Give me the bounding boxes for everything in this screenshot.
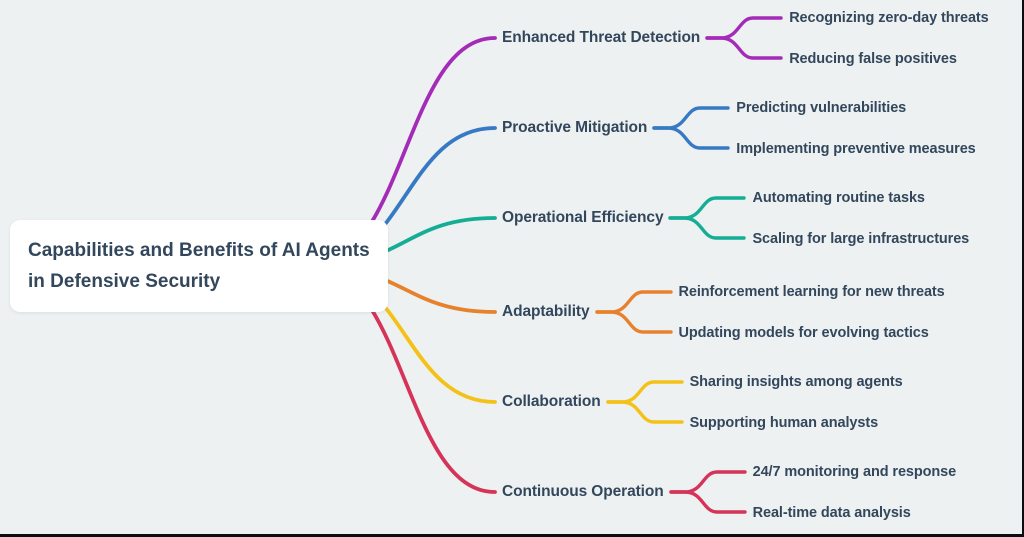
leaf-node[interactable]: Reducing false positives <box>789 50 957 67</box>
leaf-node[interactable]: Supporting human analysts <box>689 414 879 431</box>
branch-fork <box>705 16 783 60</box>
branch-label-collaboration[interactable]: Collaboration <box>502 393 601 410</box>
fork-curve-lower <box>605 400 684 424</box>
leaf-node[interactable]: Scaling for large infrastructures <box>752 230 970 247</box>
branch-adaptability: Adaptability Reinforcement learning for … <box>502 281 945 343</box>
branch-enhanced-threat-detection: Enhanced Threat Detection Recognizing ze… <box>502 7 989 69</box>
leaf-group: Reinforcement learning for new threats U… <box>679 282 945 343</box>
leaf-group: Automating routine tasks Scaling for lar… <box>752 188 969 249</box>
fork-curve-lower <box>668 490 747 514</box>
leaf-node[interactable]: Recognizing zero-day threats <box>789 9 989 26</box>
fork-curve-upper <box>605 380 684 404</box>
branch-operational-efficiency: Operational Efficiency Automating routin… <box>502 187 969 249</box>
leaf-node[interactable]: 24/7 monitoring and response <box>752 463 957 480</box>
branch-continuous-operation: Continuous Operation 24/7 monitoring and… <box>502 461 956 523</box>
fork-curve-upper <box>668 196 747 220</box>
branch-label-continuous-operation[interactable]: Continuous Operation <box>502 483 664 500</box>
fork-curve-upper <box>594 290 673 314</box>
branch-label-adaptability[interactable]: Adaptability <box>502 303 590 320</box>
leaf-node[interactable]: Reinforcement learning for new threats <box>678 283 945 300</box>
branch-label-enhanced-threat-detection[interactable]: Enhanced Threat Detection <box>502 29 701 46</box>
leaf-node[interactable]: Real-time data analysis <box>752 504 911 521</box>
branch-fork <box>668 196 747 240</box>
leaf-group: 24/7 monitoring and response Real-time d… <box>752 462 957 523</box>
fork-curve-lower <box>668 216 747 240</box>
branch-collaboration: Collaboration Sharing insights among age… <box>502 371 903 433</box>
fork-curve-upper <box>705 16 783 40</box>
leaf-node[interactable]: Automating routine tasks <box>752 189 925 206</box>
branch-fork <box>594 290 673 334</box>
leaf-node[interactable]: Updating models for evolving tactics <box>678 324 929 341</box>
leaf-node[interactable]: Sharing insights among agents <box>689 373 903 390</box>
leaf-group: Recognizing zero-day threats Reducing fa… <box>789 8 989 69</box>
branch-label-proactive-mitigation[interactable]: Proactive Mitigation <box>502 119 648 136</box>
leaf-node[interactable]: Predicting vulnerabilities <box>736 99 907 116</box>
leaf-group: Sharing insights among agents Supporting… <box>690 372 903 433</box>
branch-fork <box>668 470 747 514</box>
branch-fork <box>605 380 684 424</box>
root-node[interactable]: Capabilities and Benefits of AI Agents i… <box>10 220 388 312</box>
fork-curve-lower <box>594 310 673 334</box>
branch-label-operational-efficiency[interactable]: Operational Efficiency <box>502 209 664 226</box>
fork-curve-upper <box>668 470 747 494</box>
branch-fork <box>652 106 730 150</box>
fork-curve-upper <box>652 106 730 130</box>
branch-proactive-mitigation: Proactive Mitigation Predicting vulnerab… <box>502 97 976 159</box>
leaf-group: Predicting vulnerabilities Implementing … <box>736 98 975 159</box>
leaf-node[interactable]: Implementing preventive measures <box>736 140 976 157</box>
root-title-line-2: in Defensive Security <box>28 271 221 292</box>
fork-curve-lower <box>652 126 730 150</box>
fork-curve-lower <box>705 36 783 60</box>
root-title-line-1: Capabilities and Benefits of AI Agents <box>28 240 370 261</box>
